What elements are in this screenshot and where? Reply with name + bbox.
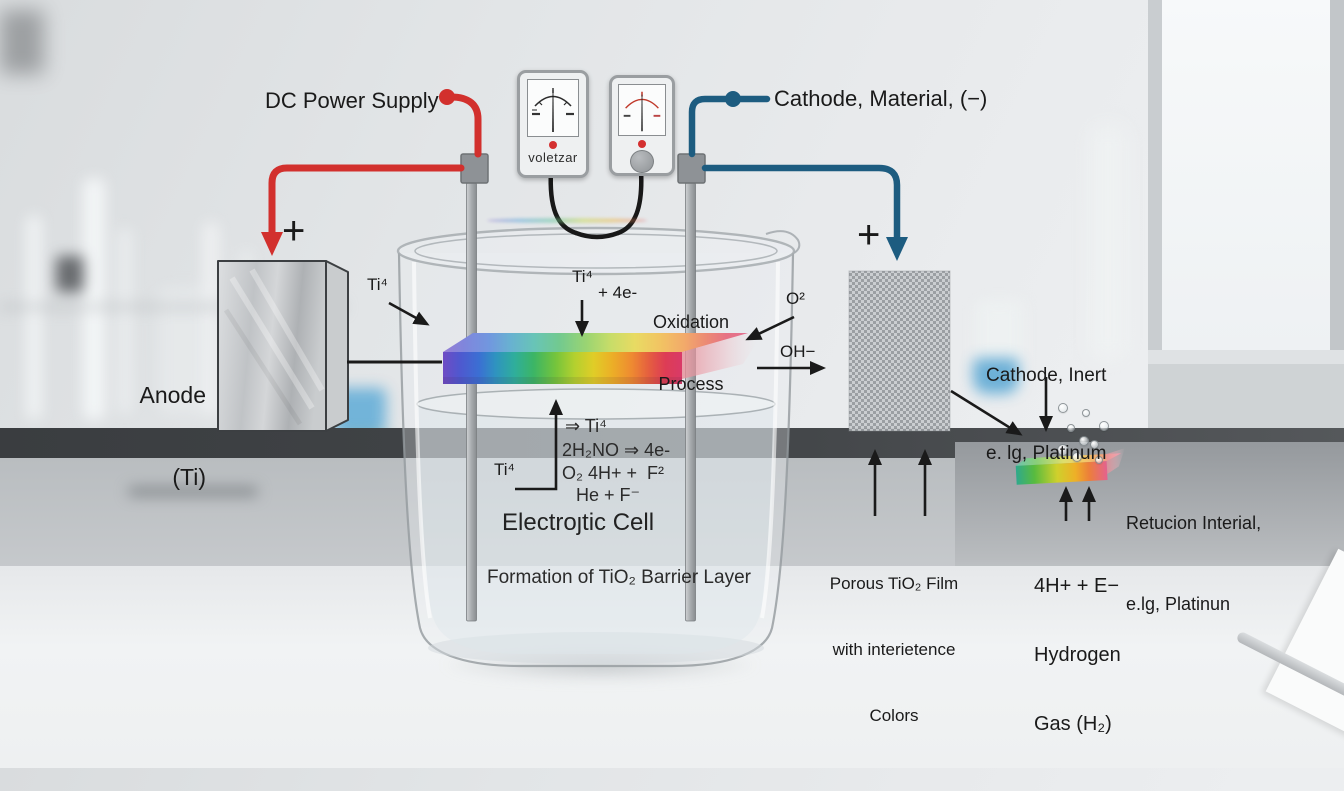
strip-fade-tail (682, 333, 757, 379)
ammeter-dial (618, 84, 666, 137)
ammeter (609, 75, 675, 176)
voltmeter: voletzar (517, 70, 589, 178)
equation-line-3: O₂ 4H+ + F² (562, 463, 665, 483)
equation-line-4: He + F⁻ (576, 485, 641, 505)
ti4-top-label: Ti⁴ (572, 267, 593, 286)
porous-film-label: Porous TiO₂ Film with interietence Color… (829, 574, 959, 725)
background-smudge (0, 10, 44, 74)
cathode-plus-sign: + (857, 213, 881, 257)
ammeter-indicator-dot (638, 140, 646, 148)
arrow-mesh-diagonal (950, 389, 1023, 436)
electrode-rod-left (466, 182, 477, 622)
background-blue-flask-right (973, 358, 1019, 394)
terminal-block-left (460, 153, 489, 184)
cathode-material-label: Cathode, Material, (−) (774, 86, 988, 111)
cathode-inert-label: Cathode, Inert e. lg, Platinum (986, 365, 1107, 464)
blue-wire (688, 91, 908, 261)
mesh-cathode (848, 270, 951, 432)
titanium-strip (443, 333, 757, 384)
arrow-o2 (745, 315, 795, 341)
terminal-block-right (677, 153, 706, 184)
window-frame-right (1330, 0, 1344, 352)
red-wire (261, 89, 482, 256)
reduction-material-label: Retucion Interial, e.lg, Platinun (1126, 513, 1262, 614)
voltmeter-label: voletzar (528, 150, 578, 165)
anode-plus-sign: + (282, 209, 306, 253)
wall-below-window (1148, 364, 1344, 428)
oxidation-process-label: Oxidation Process (652, 312, 730, 395)
equation-line-1: ⇒ Ti⁴ (565, 416, 607, 436)
dc-power-supply-label: DC Power Supply (265, 88, 439, 113)
annotation-arrows (347, 300, 1096, 521)
hydrogen-gas-label: 4H+ + E− Hydrogen Gas (H₂) (1034, 575, 1121, 735)
arrow-equation-up (515, 399, 563, 491)
background-cylinder-right (1090, 125, 1126, 360)
diagram-canvas (217, 89, 1125, 668)
anode-label: Anode (Ti) (139, 382, 206, 490)
formation-label: Formation of TiO₂ Barrier Layer (487, 567, 751, 588)
ti4-lower-label: Ti⁴ (494, 460, 515, 479)
anode-block (217, 260, 349, 432)
meter-wires (548, 167, 644, 240)
arrow-ti4-outer (388, 301, 430, 326)
plus-4e-label: + 4e- (598, 283, 638, 302)
ti4-outer-label: Ti⁴ (367, 275, 388, 294)
ammeter-knob (630, 149, 654, 173)
voltmeter-indicator-dot (549, 141, 557, 149)
rim-rainbow-reflection (487, 218, 647, 223)
drawer-handle (128, 487, 258, 496)
window-pane (1162, 0, 1330, 350)
equation-line-2: 2H₂NO ⇒ 4e- (562, 440, 671, 460)
oh-label: OH− (780, 342, 816, 361)
cell-title: Electroȷtic Cell (502, 509, 655, 536)
voltmeter-dial (527, 79, 579, 137)
o2-label: O² (786, 289, 805, 308)
platinum-strip (1015, 448, 1125, 485)
beaker-spout (765, 230, 801, 254)
window-sill (1148, 350, 1344, 364)
